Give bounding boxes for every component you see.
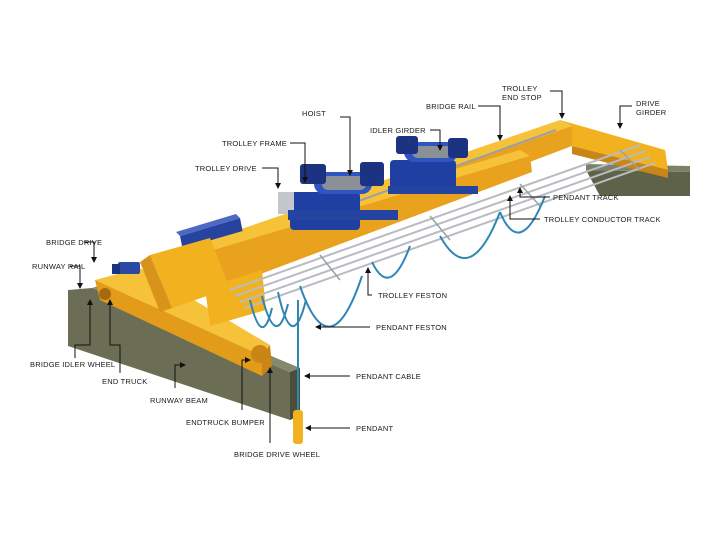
label-trolley-end-stop-line1: TROLLEY	[502, 84, 538, 93]
label-bridge-rail: BRIDGE RAIL	[426, 102, 476, 111]
track-supports	[319, 149, 641, 281]
endtruck-bumper-shape	[251, 345, 269, 363]
label-bridge-idler-wheel: BRIDGE IDLER WHEEL	[30, 360, 116, 369]
pendant-shape	[293, 410, 303, 444]
label-drive-girder-line1: DRIVE	[636, 99, 660, 108]
label-pendant-cable: PENDANT CABLE	[356, 372, 421, 381]
label-trolley-drive: TROLLEY DRIVE	[195, 164, 257, 173]
label-trolley-conductor-track: TROLLEY CONDUCTOR TRACK	[544, 215, 661, 224]
label-drive-girder: DRIVE GIRDER	[636, 99, 666, 117]
leader-lines	[70, 90, 632, 443]
label-trolley-frame: TROLLEY FRAME	[222, 139, 287, 148]
label-hoist: HOIST	[302, 109, 326, 118]
label-idler-girder: IDLER GIRDER	[370, 126, 426, 135]
festoon-cables	[249, 195, 546, 410]
label-runway-rail: RUNWAY RAIL	[32, 262, 86, 271]
label-pendant-feston: PENDANT FESTON	[376, 323, 447, 332]
label-bridge-drive: BRIDGE DRIVE	[46, 238, 103, 247]
label-pendant: PENDANT	[356, 424, 394, 433]
conductor-tracks	[229, 144, 656, 309]
trolley-hoist-2	[388, 136, 478, 194]
label-runway-beam: RUNWAY BEAM	[150, 396, 208, 405]
label-trolley-end-stop-line2: END STOP	[502, 93, 542, 102]
label-drive-girder-line2: GIRDER	[636, 108, 667, 117]
bridge-drive-motor	[112, 262, 140, 274]
label-endtruck-bumper: ENDTRUCK BUMPER	[186, 418, 265, 427]
label-trolley-end-stop: TROLLEY END STOP	[502, 84, 542, 102]
label-bridge-drive-wheel: BRIDGE DRIVE WHEEL	[234, 450, 321, 459]
label-trolley-feston: TROLLEY FESTON	[378, 291, 448, 300]
label-end-truck: END TRUCK	[102, 377, 148, 386]
label-pendant-track: PENDANT TRACK	[553, 193, 619, 202]
end-truck-near	[95, 238, 272, 376]
bridge-idler-wheel-shape	[99, 288, 111, 300]
